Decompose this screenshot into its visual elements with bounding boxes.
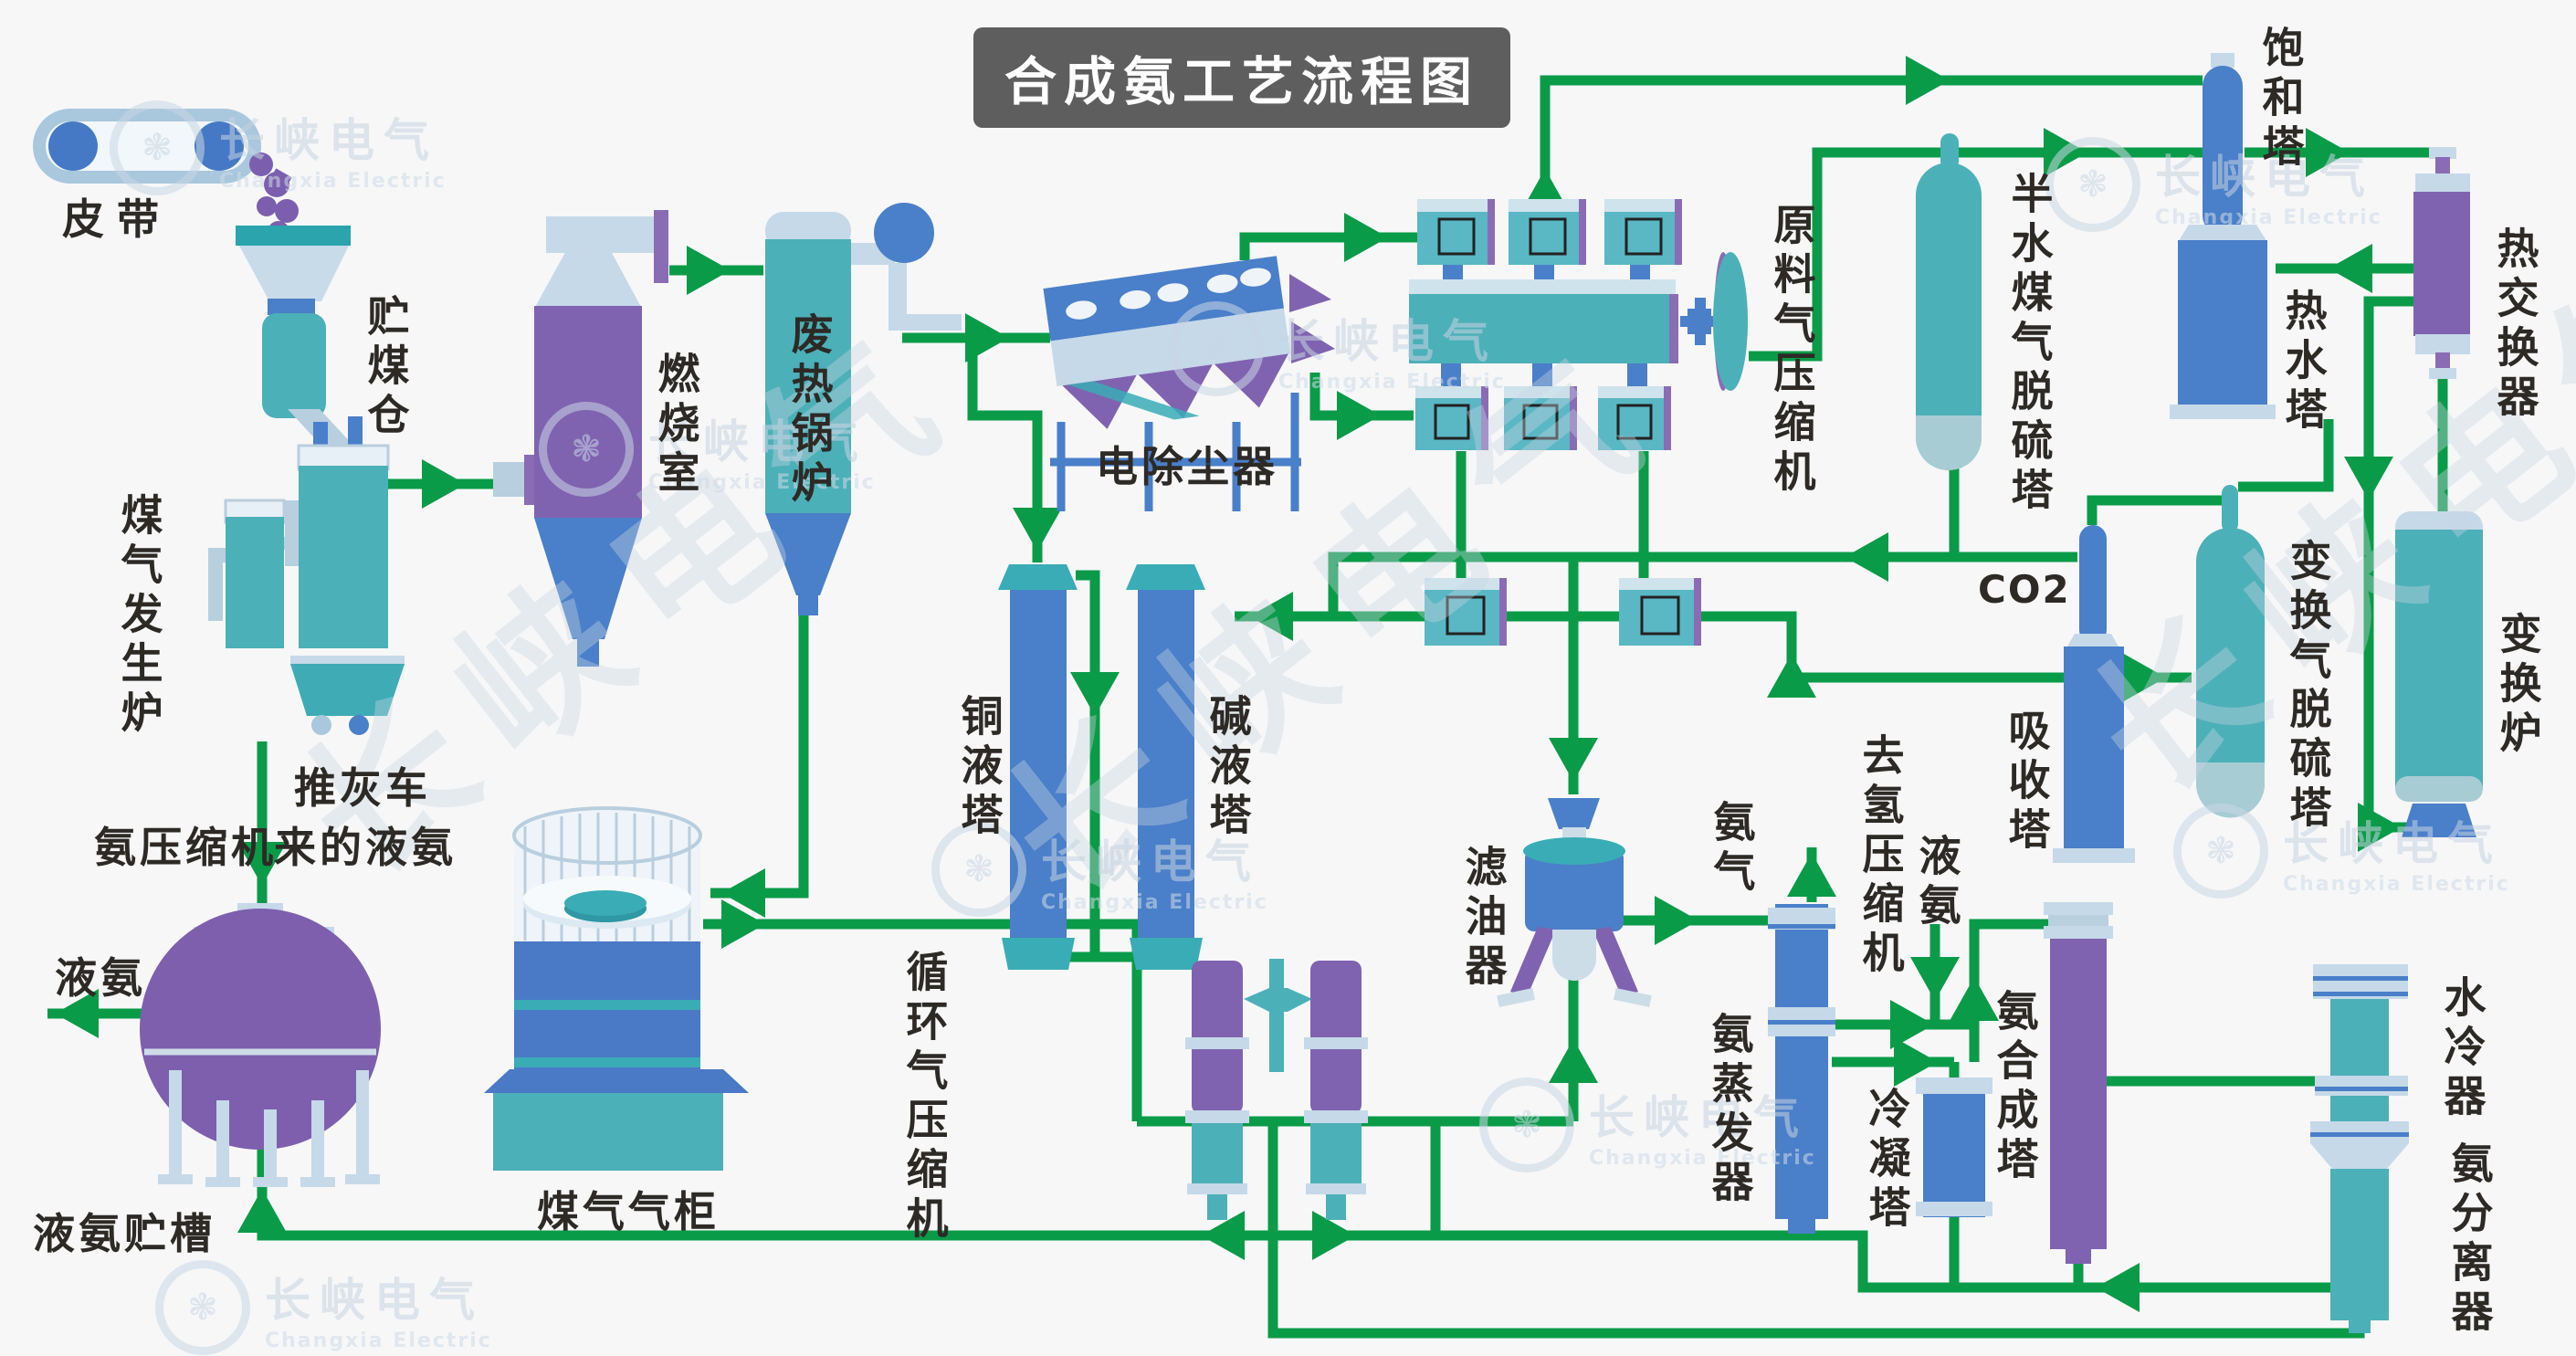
- watermark-logo-icon: ❃: [2173, 804, 2268, 899]
- watermark-logo: ❃ 长峡电气 Changxia Electric: [1479, 1077, 1816, 1172]
- compressor-cylinder: [1417, 199, 1495, 265]
- label-ash-cart: 推灰车: [294, 763, 431, 813]
- label-ammonia-evaporator: 氨蒸发器: [1705, 1012, 1755, 1209]
- watermark-logo-icon: ❃: [931, 822, 1026, 917]
- oil-filter: [1497, 798, 1652, 1008]
- coal-bunker: [236, 226, 365, 468]
- label-gas-holder: 煤气气柜: [537, 1187, 720, 1236]
- compressor-column: [1304, 961, 1368, 1220]
- watermark-logo: ❃ 长峡电气 Changxia Electric: [2045, 137, 2382, 232]
- watermark-logo: ❃ 长峡电气 Changxia Electric: [2173, 804, 2510, 899]
- waste-heat-boiler: [765, 203, 962, 615]
- label-liquid-ammonia-out: 液氨: [55, 953, 146, 1003]
- gas-holder: [484, 806, 749, 1171]
- label-copper-liquid-tower: 铜液塔: [954, 694, 1004, 842]
- label-combustion-chamber: 燃烧室: [651, 352, 701, 499]
- pipe-copper-to-alkali-link: [1076, 570, 1100, 957]
- shift-converter: [2395, 511, 2483, 837]
- condensation-tower: [1916, 1077, 1992, 1217]
- absorption-tower: [2053, 525, 2135, 863]
- label-coal-bunker: 贮煤仓: [361, 294, 411, 442]
- label-from-compressor-2: 来的液氨: [274, 823, 457, 872]
- raw-gas-compressor: [1409, 199, 1748, 450]
- gas-generator: [208, 416, 405, 735]
- watermark-logo: ❃ 长峡电气 Changxia Electric: [110, 100, 447, 195]
- label-saturation-tower: 饱和塔: [2255, 26, 2306, 173]
- watermark-logo-icon: ❃: [110, 100, 205, 195]
- pipe-hot-water-to-shift-desulfurization: [2238, 419, 2334, 492]
- label-electric-dust-remover: 电除尘器: [1096, 442, 1278, 491]
- label-liquid-ammonia-tank: 液氨贮槽: [33, 1209, 216, 1258]
- ammonia-evaporator: [1768, 904, 1835, 1234]
- label-ammonia-separator: 氨分离器: [2445, 1141, 2495, 1339]
- water-cooler: [2313, 964, 2408, 1123]
- label-water-cooler: 水冷器: [2437, 975, 2487, 1123]
- label-hot-water-tower: 热水塔: [2278, 289, 2329, 436]
- pipe-compressor-to-saturation-tower: [1540, 75, 2203, 196]
- hot-water-tower: [2170, 225, 2276, 419]
- compressor-cylinder: [1509, 199, 1586, 265]
- watermark-logo-icon: ❃: [1169, 301, 1264, 396]
- watermark-logo-icon: ❃: [539, 402, 634, 497]
- label-ammonia-synthesis-tower: 氨合成塔: [1990, 989, 2040, 1186]
- label-to-hydrogen-compressor: 去氢压缩机: [1856, 733, 1906, 980]
- label-liquid-ammonia-feed: 液氨: [1912, 834, 1962, 932]
- shift-gas-desulfurization-tower: [2196, 485, 2265, 818]
- ammonia-synthesis-tower: [2044, 902, 2113, 1264]
- liquid-ammonia-tank: [140, 903, 381, 1187]
- label-raw-gas-compressor: 原料气压缩机: [1767, 203, 1817, 499]
- label-waste-heat-boiler: 废热锅炉: [784, 312, 835, 510]
- ammonia-separator: [2310, 1121, 2409, 1333]
- watermark-logo-icon: ❃: [2045, 137, 2140, 232]
- pipe-shift-desulfurization-to-absorption: [2087, 495, 2229, 525]
- label-circulating-gas-compressor: 循环气压缩机: [899, 950, 950, 1246]
- semi-water-gas-desulfurization-tower: [1916, 133, 1982, 470]
- label-gas-generator: 煤气发生炉: [114, 493, 164, 740]
- pipe-dust-remover-to-compressor-bottom: [1309, 373, 1414, 421]
- label-co2: CO2: [1978, 567, 2071, 612]
- compressor-cylinder: [1504, 386, 1577, 450]
- watermark-logo-icon: ❃: [1479, 1077, 1574, 1172]
- heat-exchanger: [2413, 147, 2470, 379]
- compressor-cylinder: [1415, 386, 1488, 450]
- circulating-gas-compressor: [1185, 959, 1368, 1220]
- label-alkali-liquid-tower: 碱液塔: [1203, 694, 1253, 842]
- watermark-logo-icon: ❃: [155, 1260, 250, 1355]
- label-shift-converter: 变换炉: [2493, 612, 2543, 760]
- label-semi-water-gas-desulfurization-tower: 半水煤气脱硫塔: [2004, 172, 2055, 517]
- compressor-cylinder: [1604, 199, 1682, 265]
- label-condensation-tower: 冷凝塔: [1862, 1087, 1912, 1235]
- label-absorption-tower: 吸收塔: [2002, 709, 2052, 857]
- alkali-liquid-tower: [1126, 564, 1205, 970]
- watermark-logo: ❃ 长峡电气 Changxia Electric: [931, 822, 1268, 917]
- pipe-purifier-line: [1333, 611, 2066, 683]
- watermark-logo: ❃ 长峡电气 Changxia Electric: [539, 402, 876, 497]
- saturation-tower: [2203, 53, 2243, 236]
- label-belt: 皮带: [62, 194, 172, 244]
- label-heat-exchanger: 热交换器: [2490, 226, 2540, 424]
- pipe-holder-outlet: [703, 919, 1142, 1121]
- watermark-logo: ❃ 长峡电气 Changxia Electric: [1169, 301, 1506, 396]
- purifier-box: [1619, 578, 1701, 646]
- compressor-column: [1185, 961, 1249, 1220]
- pipe-to-copper-tower: [967, 340, 1043, 562]
- watermark-logo: ❃ 长峡电气 Changxia Electric: [155, 1260, 492, 1355]
- label-oil-filter: 滤油器: [1458, 845, 1509, 993]
- purifier-box: [1425, 578, 1507, 646]
- label-from-compressor-1: 氨压缩机: [94, 823, 277, 872]
- page-title: 合成氨工艺流程图: [973, 27, 1510, 128]
- label-ammonia-gas: 氨气: [1707, 800, 1757, 899]
- pipe-compressor-to-desulfurization: [1749, 147, 2203, 362]
- compressor-cylinder: [1598, 386, 1671, 450]
- label-shift-gas-desulfurization-tower: 变换气脱硫塔: [2283, 539, 2333, 835]
